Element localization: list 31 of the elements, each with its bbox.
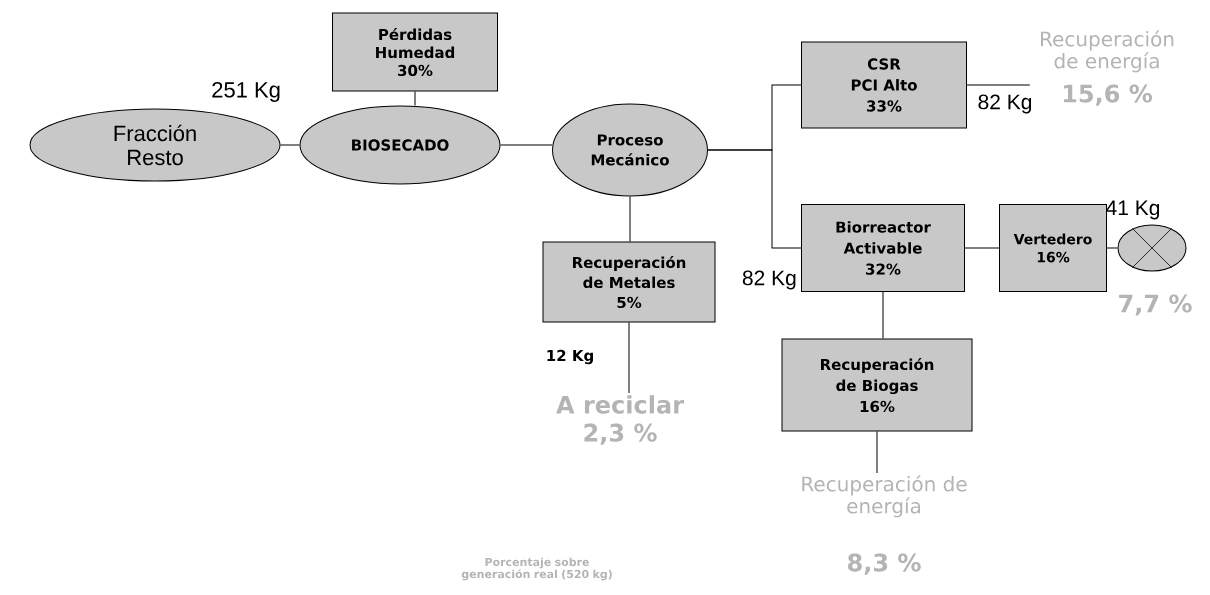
- connector-line: [629, 196, 631, 242]
- annotation-text: Porcentaje sobre generación real (520 kg): [461, 557, 612, 581]
- connector-line: [966, 84, 1031, 86]
- connector-line: [500, 144, 553, 146]
- result-text: Recuperación de energía 8,3 %: [802, 475, 967, 575]
- process-box: Biorreactor Activable 32%: [801, 204, 965, 292]
- crossed-circle: [1117, 224, 1187, 272]
- connector-line: [628, 322, 630, 394]
- annotation-text: 82 Kg: [978, 94, 1032, 114]
- result-text: A reciclar 2,3 %: [556, 395, 684, 445]
- annotation-text: 251 Kg: [212, 82, 280, 102]
- annotation-text: 12 Kg: [547, 349, 593, 365]
- ellipse-node: Fracción Resto: [29, 108, 281, 182]
- annotation-text: 7,7 %: [1119, 294, 1192, 316]
- process-box: Pérdidas Humedad 30%: [332, 12, 498, 92]
- connector-line: [876, 431, 878, 474]
- process-box: Recuperación de Biogas 16%: [781, 338, 973, 432]
- connector-line: [964, 247, 1000, 249]
- annotation-text: 82 Kg: [742, 270, 796, 290]
- connector-line: [882, 291, 884, 339]
- connector-line: [707, 149, 802, 249]
- process-box: Recuperación de Metales 5%: [542, 241, 716, 323]
- connector-line: [1106, 247, 1118, 249]
- process-box: Vertedero 16%: [999, 204, 1107, 292]
- process-box: CSR PCI Alto 33%: [801, 41, 967, 129]
- ellipse-node: Proceso Mecánico: [552, 103, 708, 197]
- connector-line: [280, 144, 300, 146]
- annotation-text: 41 Kg: [1106, 200, 1160, 220]
- result-text: Recuperación de energía 15,6 %: [1041, 30, 1174, 106]
- connector-line: [414, 91, 416, 106]
- ellipse-node: BIOSECADO: [299, 105, 501, 185]
